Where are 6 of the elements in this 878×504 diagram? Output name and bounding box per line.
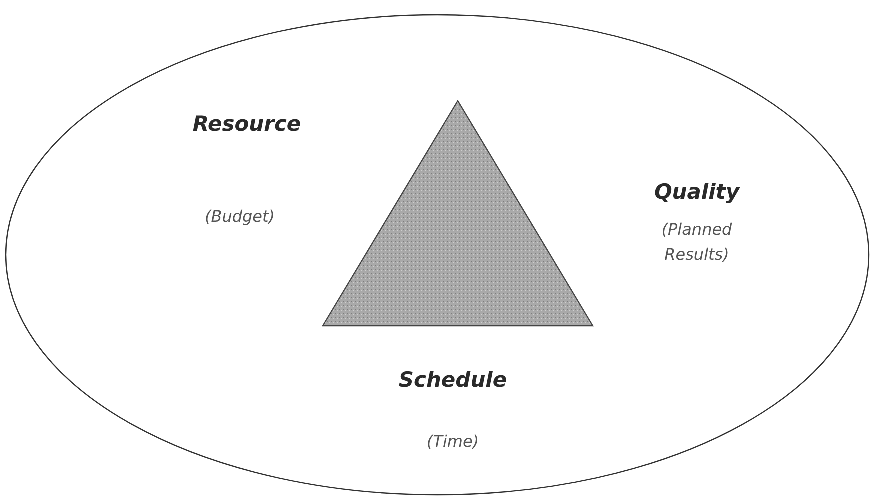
corner-note: (Budget) bbox=[204, 206, 276, 228]
corner-heading: Schedule bbox=[398, 367, 508, 394]
corner-note: (Planned Results) bbox=[660, 219, 734, 266]
corner-note: (Time) bbox=[426, 431, 480, 453]
corner-heading: Quality bbox=[653, 179, 742, 206]
corner-heading: Resource bbox=[192, 111, 302, 138]
